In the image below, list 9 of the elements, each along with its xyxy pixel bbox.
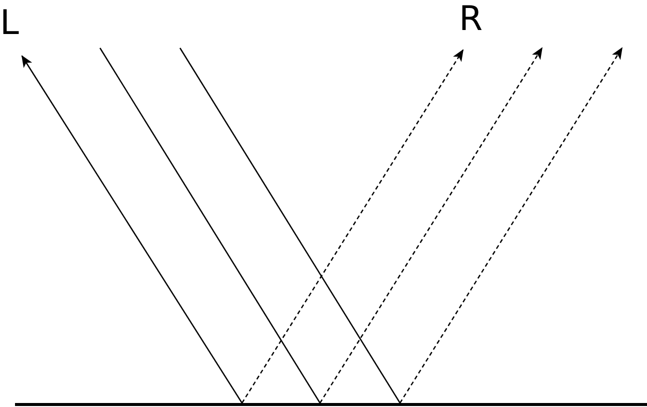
- dashed-arrow: [399, 47, 623, 404]
- arrow: [21, 55, 243, 404]
- ray-label: L: [0, 6, 22, 40]
- line: [179, 48, 401, 404]
- dashed-arrow: [241, 49, 464, 404]
- ray-label: R: [459, 2, 487, 36]
- dashed-arrow: [319, 47, 543, 404]
- surface-line: [15, 403, 647, 406]
- line: [99, 48, 321, 404]
